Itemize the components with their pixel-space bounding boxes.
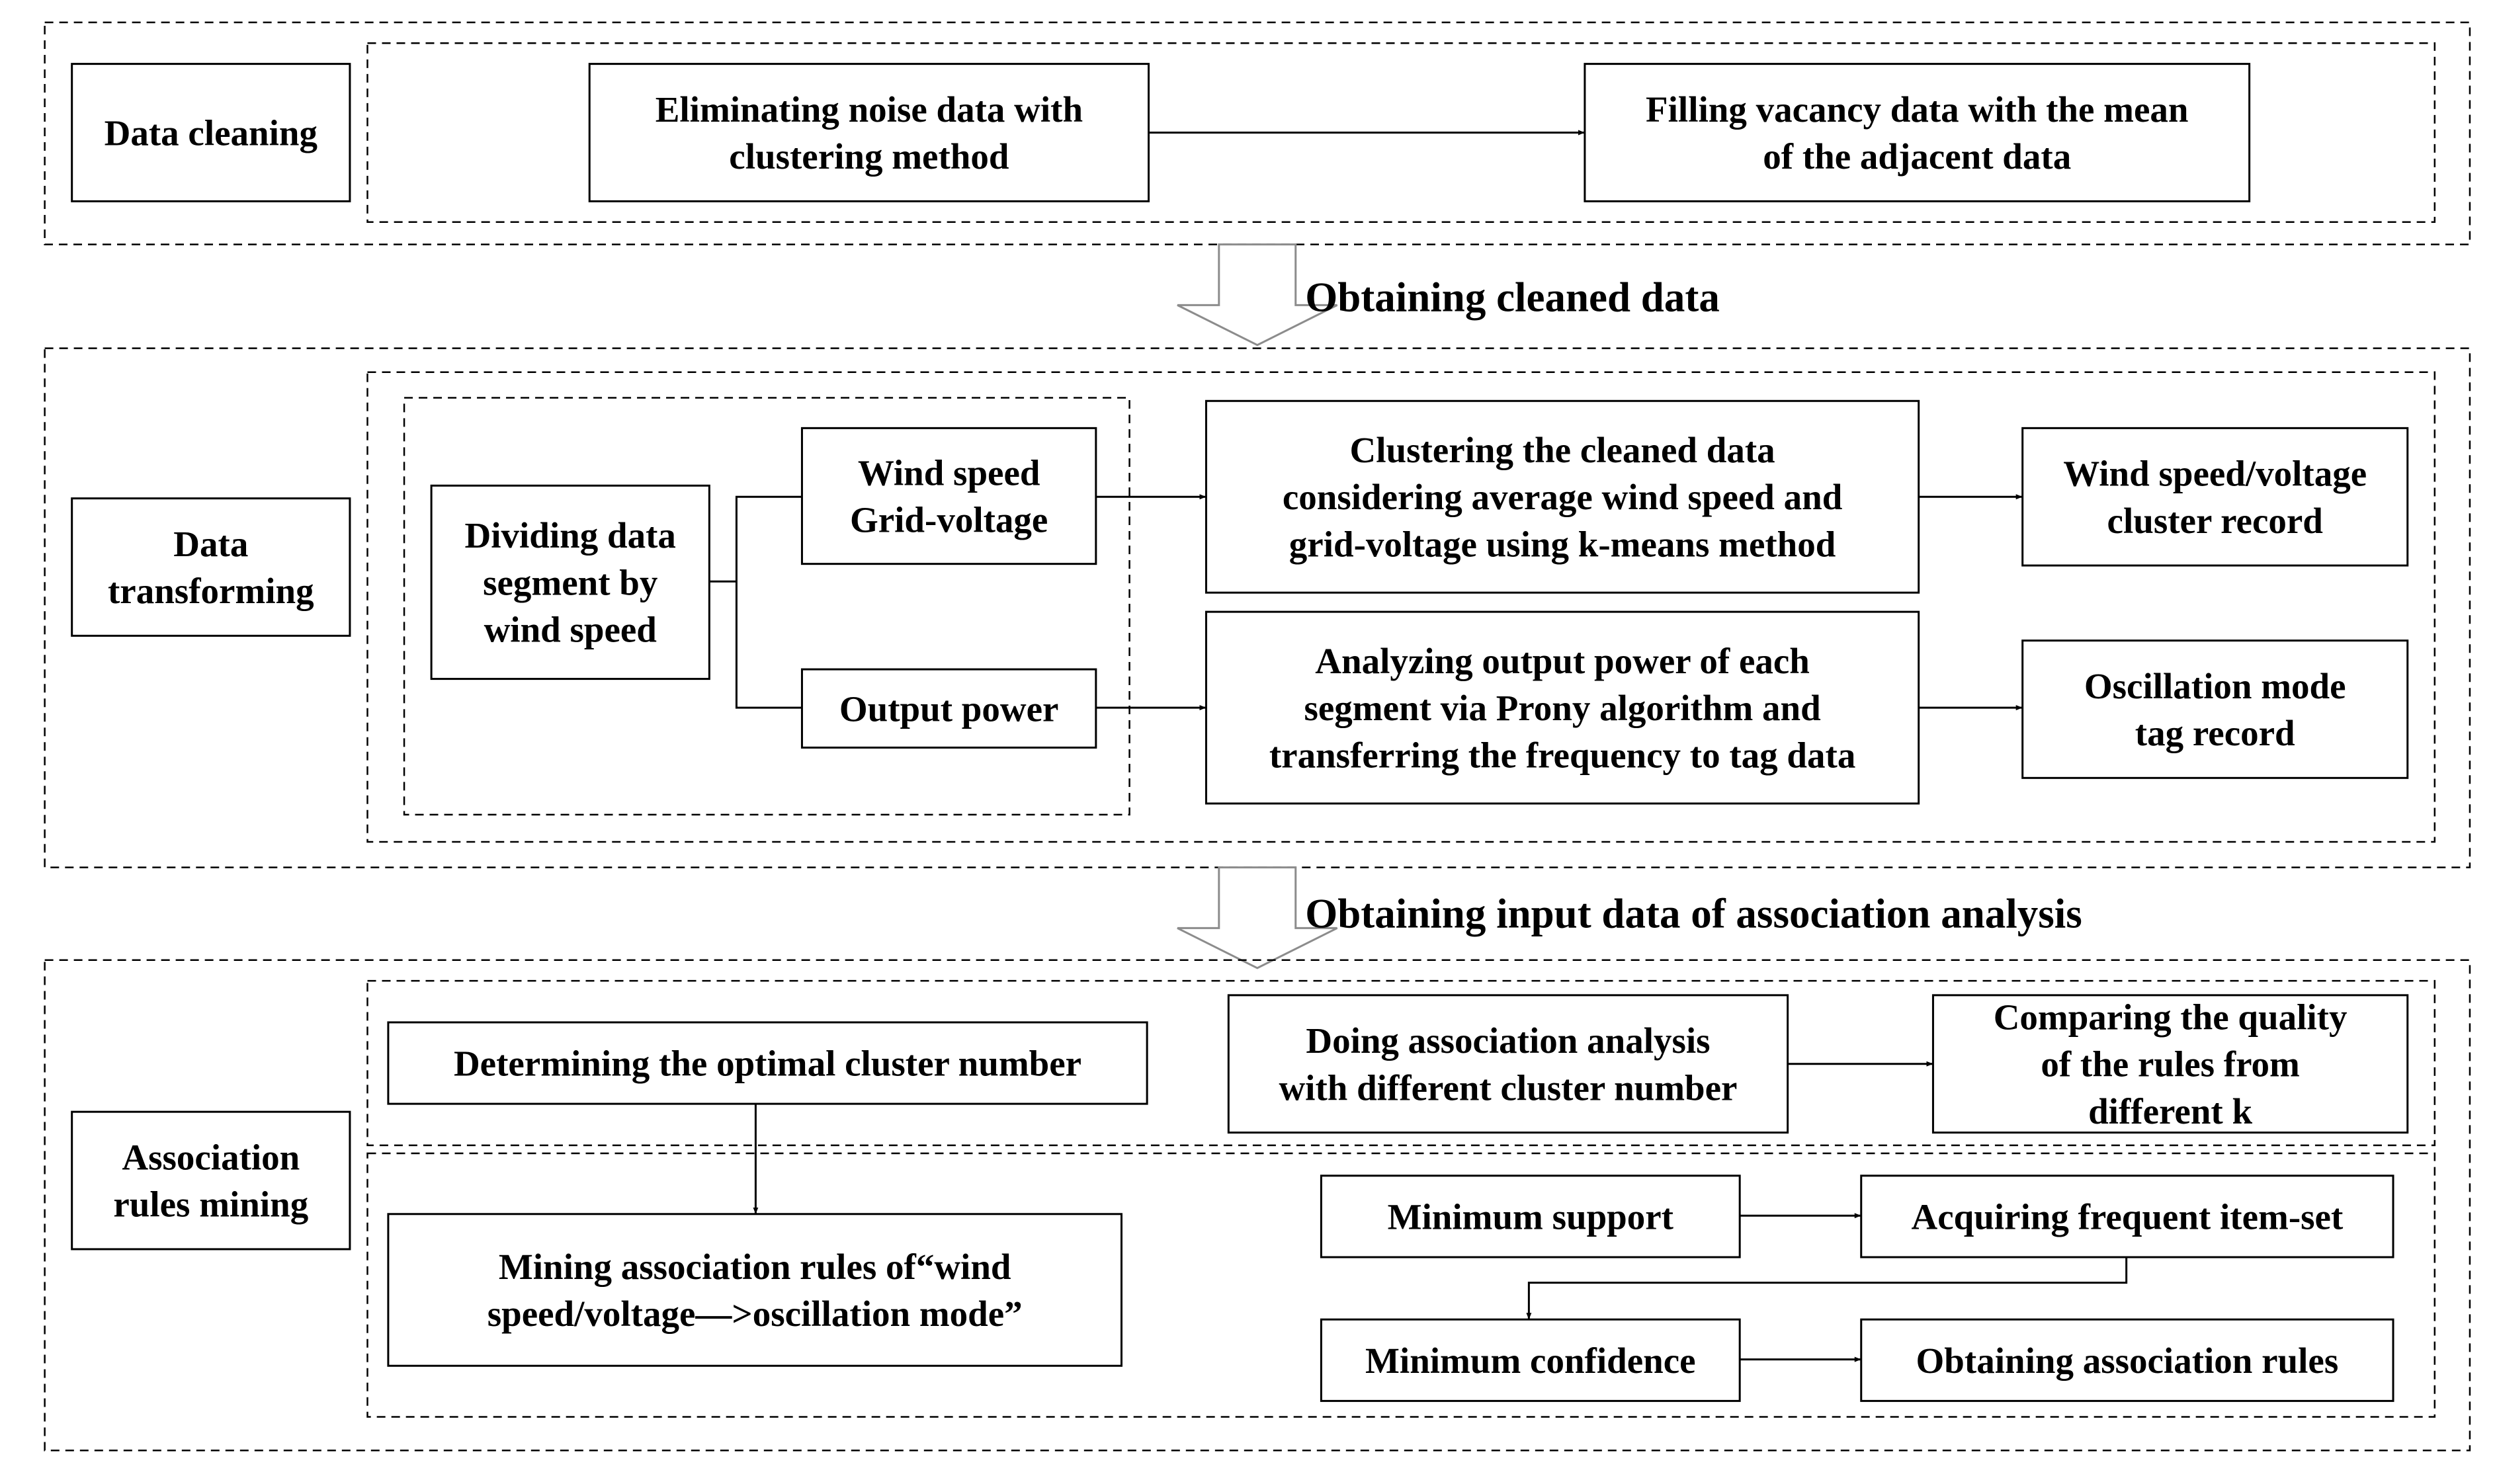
connector-bracket (735, 495, 802, 709)
stage-cleaning-label-label: Data cleaning (105, 112, 317, 153)
cleaning-inner-frame (366, 42, 2436, 224)
optimal-k-box-label: Determining the optimal cluster number (454, 1043, 1081, 1083)
fill-vacancy-box (1584, 63, 2251, 202)
mining-rules-box (387, 1213, 1122, 1367)
transition-arrow-input (1177, 866, 1338, 969)
optimal-k-box (387, 1021, 1148, 1105)
frequent-itemset-box-label: Acquiring frequent item-set (1911, 1196, 2343, 1237)
mining-lower-frame (366, 1152, 2436, 1418)
clustering-box (1205, 399, 1920, 594)
min-support-box (1320, 1175, 1741, 1258)
stage-cleaning-label (71, 63, 351, 202)
stage-transforming-label (71, 497, 351, 637)
obtain-rules-box-label: Obtaining association rules (1916, 1340, 2339, 1380)
min-confidence-box (1320, 1318, 1741, 1402)
tag-record-box (2021, 639, 2409, 779)
stage-mining-label (71, 1110, 351, 1251)
stage-mining-frame (44, 959, 2471, 1452)
transition-cleaned-text: Obtaining cleaned data (1305, 274, 1720, 320)
output-power-box (800, 668, 1097, 749)
output-power-box-label: Output power (839, 688, 1059, 729)
compare-quality-box (1931, 994, 2409, 1134)
divide-segment-box (430, 484, 710, 680)
eliminate-noise-box (588, 63, 1150, 202)
transition-arrow-cleaned (1177, 243, 1338, 347)
stage-transforming-frame (44, 347, 2471, 868)
arrow-itemset-to-confidence (1526, 1257, 2128, 1320)
mining-upper-frame (366, 979, 2436, 1147)
transition-input-text: Obtaining input data of association anal… (1305, 891, 2082, 937)
min-confidence-box-label: Minimum confidence (1365, 1340, 1696, 1380)
dividing-frame (403, 397, 1130, 816)
cluster-record-box (2021, 427, 2409, 567)
obtain-rules-box (1860, 1318, 2394, 1402)
min-support-box-label: Minimum support (1388, 1196, 1674, 1237)
wind-grid-box (800, 427, 1097, 565)
transforming-inner-frame (366, 371, 2436, 843)
prony-box (1205, 610, 1920, 805)
assoc-diff-k-box (1227, 994, 1789, 1134)
